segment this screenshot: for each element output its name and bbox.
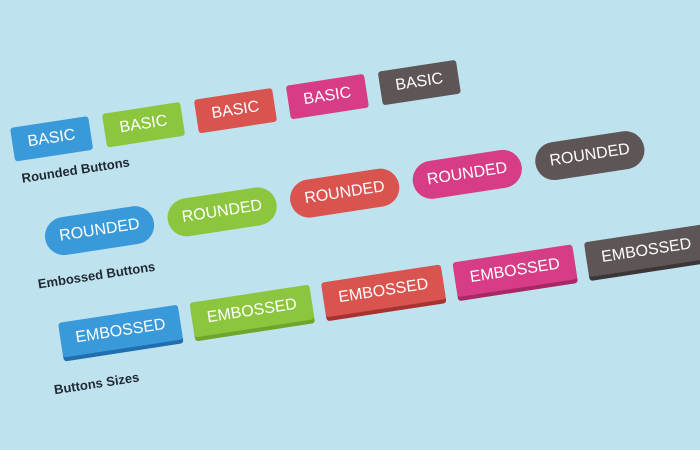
section-label-embossed: Embossed Buttons bbox=[36, 258, 157, 292]
section-label-sizes: Buttons Sizes bbox=[52, 369, 141, 398]
basic-button-blue[interactable]: BASIC bbox=[10, 116, 94, 162]
basic-button-pink[interactable]: BASIC bbox=[285, 73, 370, 120]
embossed-button-red[interactable]: EMBOSSED bbox=[320, 264, 446, 318]
rounded-button-blue[interactable]: ROUNDED bbox=[42, 203, 157, 258]
basic-button-red[interactable]: BASIC bbox=[193, 87, 278, 134]
rounded-button-green[interactable]: ROUNDED bbox=[164, 184, 280, 239]
rounded-button-pink[interactable]: ROUNDED bbox=[410, 147, 525, 202]
embossed-button-green[interactable]: EMBOSSED bbox=[189, 284, 315, 338]
embossed-button-pink[interactable]: EMBOSSED bbox=[452, 244, 578, 298]
basic-button-gray[interactable]: BASIC bbox=[377, 59, 461, 106]
basic-button-green[interactable]: BASIC bbox=[101, 101, 186, 148]
embossed-button-gray[interactable]: EMBOSSED bbox=[583, 224, 700, 278]
embossed-button-blue[interactable]: EMBOSSED bbox=[58, 304, 183, 358]
rounded-button-gray[interactable]: ROUNDED bbox=[532, 128, 648, 183]
button-demo-sheet: BASIC BASIC BASIC BASIC BASIC Rounded Bu… bbox=[10, 24, 700, 397]
rounded-button-red[interactable]: ROUNDED bbox=[287, 166, 402, 221]
